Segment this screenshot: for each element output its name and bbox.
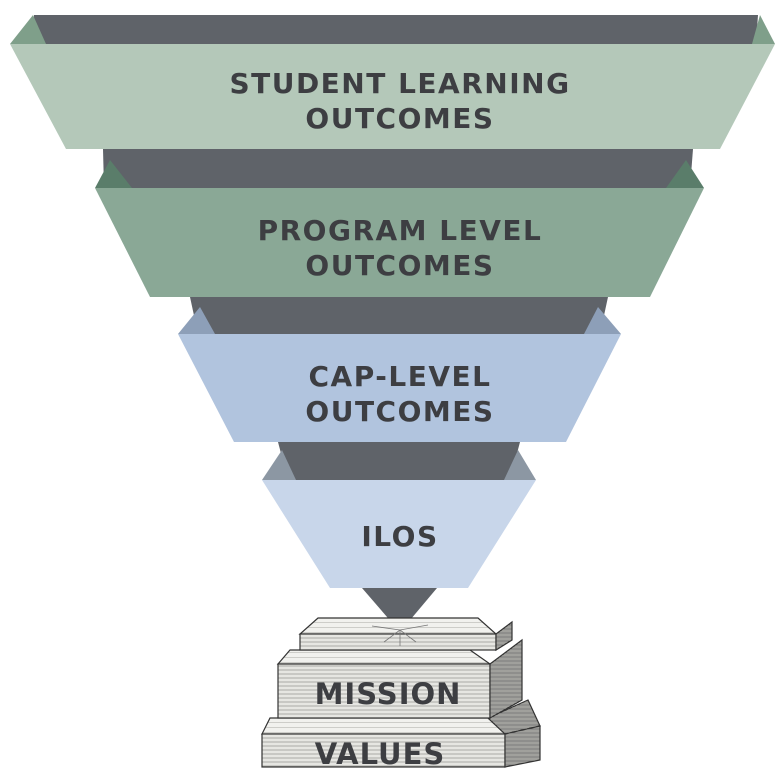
tier-program-level-outcomes: PROGRAM LEVEL OUTCOMES: [95, 149, 704, 297]
funnel-point: [362, 588, 437, 632]
impact-sparkle: [371, 624, 429, 646]
tier-1-label-line-2: OUTCOMES: [305, 102, 494, 135]
tier-4-dark-band: [278, 442, 520, 480]
tier-3-label-line-2: OUTCOMES: [305, 395, 494, 428]
tier-2-right-fold: [666, 160, 704, 188]
tier-4-face: [262, 480, 536, 588]
tier-1-right-fold: [752, 15, 775, 44]
tier-1-left-fold: [10, 15, 46, 44]
tier-3-label-line-1: CAP-LEVEL: [309, 360, 492, 393]
mission-slab-right-face: [489, 638, 523, 720]
mission-label: MISSION: [315, 677, 462, 711]
tier-2-face: [95, 188, 704, 297]
tier-1-dark-band: [33, 15, 758, 44]
values-slab-right-face: [504, 725, 541, 768]
tier-2-left-fold: [95, 160, 132, 188]
top-slab-front: [299, 633, 497, 651]
tier-4-right-fold: [504, 450, 536, 480]
values-label: VALUES: [315, 737, 446, 769]
tier-1-face: [10, 44, 775, 149]
values-slab-top: [261, 717, 507, 735]
tier-3-face: [178, 334, 621, 442]
mission-slab-front: [277, 663, 491, 719]
tier-3-left-fold: [178, 307, 215, 334]
tier-3-right-fold: [584, 307, 621, 334]
tier-4-left-fold: [262, 450, 296, 480]
tier-ilos: ILOS: [262, 442, 536, 588]
tier-2-label-line-2: OUTCOMES: [305, 249, 494, 282]
pedestal-base: MISSION VALUES: [261, 617, 541, 769]
tier-2-dark-band: [103, 149, 693, 188]
tier-4-label: ILOS: [361, 520, 438, 553]
tier-cap-level-outcomes: CAP-LEVEL OUTCOMES: [178, 297, 621, 442]
tier-2-label-line-1: PROGRAM LEVEL: [258, 214, 543, 247]
top-slab-right-face: [495, 620, 513, 652]
tier-3-dark-band: [190, 297, 608, 334]
mission-slab-top: [276, 649, 492, 665]
tier-1-label-line-1: STUDENT LEARNING: [229, 67, 570, 100]
tier-student-learning-outcomes: STUDENT LEARNING OUTCOMES: [10, 15, 775, 149]
